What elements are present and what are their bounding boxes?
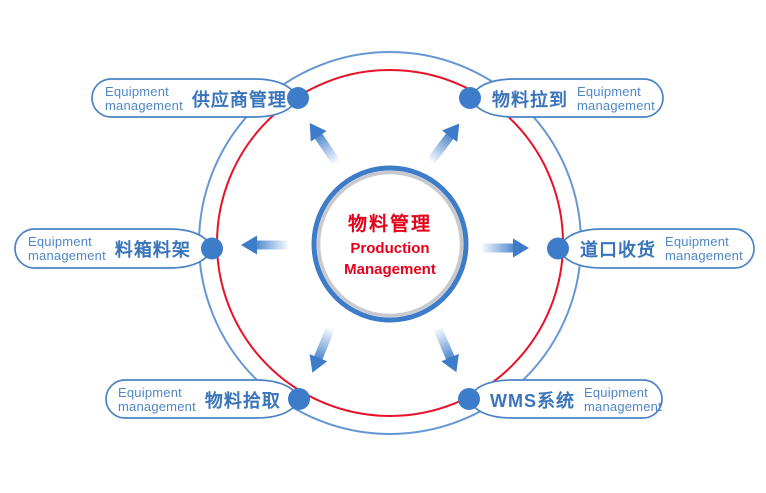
node-material-pull: 物料拉到 Equipment management [492, 80, 655, 118]
bubble-material-picking [105, 379, 301, 419]
bubble-dock-receiving [557, 228, 755, 269]
en-line2: management [584, 399, 662, 414]
node-wms-system: WMS系统 Equipment management [490, 381, 662, 419]
connector-dot-bin-and-rack [201, 237, 223, 260]
en-line1: Equipment [577, 84, 641, 99]
en-line2: management [105, 98, 183, 113]
connector-dot-wms-system [458, 388, 480, 410]
arrow-right [482, 238, 529, 258]
bubble-supplier-management [91, 78, 299, 118]
node-material-pull-cn: 物料拉到 [492, 90, 568, 110]
node-material-picking-en: Equipment management [118, 386, 196, 414]
en-line2: management [118, 399, 196, 414]
node-wms-system-cn: WMS系统 [490, 391, 575, 411]
node-dock-receiving: 道口收货 Equipment management [580, 230, 743, 268]
en-line2: management [665, 248, 743, 263]
node-supplier-management-cn: 供应商管理 [191, 90, 287, 110]
node-material-pull-en: Equipment management [577, 85, 655, 113]
node-supplier-management-en: Equipment management [105, 85, 183, 113]
node-dock-receiving-cn: 道口收货 [580, 240, 656, 260]
hub-label-en-line1: Production [350, 240, 430, 257]
node-supplier-management: Equipment management 供应商管理 [105, 80, 287, 118]
node-dock-receiving-en: Equipment management [665, 235, 743, 263]
connector-dot-dock-receiving [547, 237, 569, 260]
arrow-left [241, 235, 288, 255]
node-bin-and-rack-en: Equipment management [28, 235, 106, 263]
bubble-wms-system [467, 379, 663, 419]
bubble-bin-and-rack [14, 228, 214, 269]
en-line2: management [577, 98, 655, 113]
node-wms-system-en: Equipment management [584, 386, 662, 414]
bubble-material-pull [469, 78, 664, 118]
connector-dot-material-picking [288, 388, 310, 410]
en-line1: Equipment [584, 385, 648, 400]
en-line1: Equipment [28, 234, 92, 249]
hub-label-cn: 物料管理 [347, 214, 432, 235]
hub-label: 物料管理 Production Management [310, 212, 470, 280]
node-bin-and-rack-cn: 料箱料架 [114, 240, 191, 260]
connector-dot-supplier-management [287, 87, 309, 109]
node-bin-and-rack: Equipment management 料箱料架 [28, 230, 191, 268]
hub-label-en-line2: Management [344, 261, 436, 278]
en-line1: Equipment [665, 234, 729, 249]
connector-dot-material-pull [459, 87, 481, 109]
node-material-picking-cn: 物料拾取 [204, 391, 281, 411]
node-material-picking: Equipment management 物料拾取 [118, 381, 281, 419]
arrow-up-left [301, 117, 344, 168]
arrow-down-right [429, 325, 466, 376]
hub-circle-gray-ring [316, 170, 464, 318]
en-line1: Equipment [118, 385, 182, 400]
en-line1: Equipment [105, 84, 169, 99]
arrow-down-left [303, 325, 339, 377]
en-line2: management [28, 248, 106, 263]
arrow-up-right [423, 117, 467, 167]
